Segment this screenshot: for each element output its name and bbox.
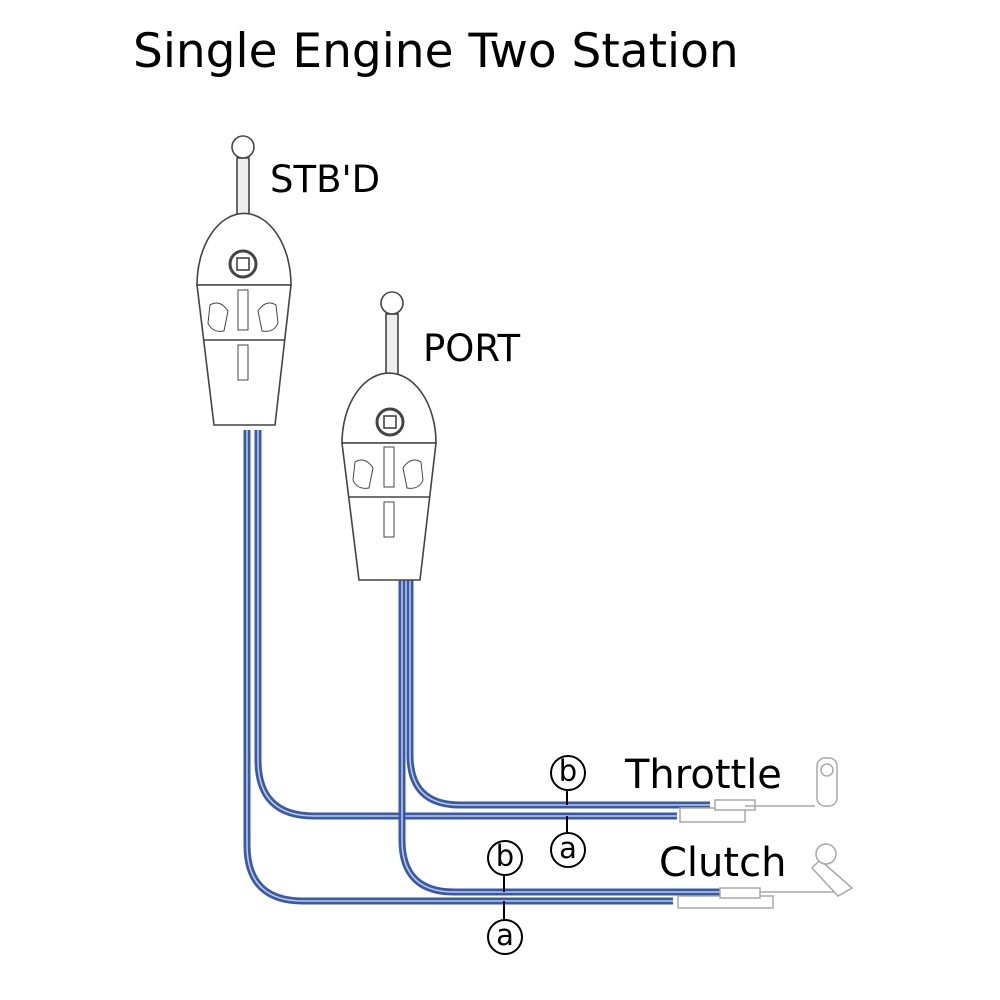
stbd-throttle-cable bbox=[254, 430, 677, 820]
throttle-marker-b: b bbox=[550, 755, 586, 791]
clutch-actuator bbox=[677, 843, 854, 909]
diagram-title: Single Engine Two Station bbox=[133, 24, 739, 79]
port-throttle-cable bbox=[406, 580, 710, 809]
marker-leaders bbox=[503, 789, 568, 920]
port-control-head bbox=[341, 291, 437, 581]
clutch-label: Clutch bbox=[659, 840, 787, 886]
throttle-label: Throttle bbox=[625, 752, 782, 798]
clutch-marker-a: a bbox=[487, 919, 523, 955]
port-label: PORT bbox=[423, 327, 521, 370]
throttle-actuator bbox=[679, 757, 838, 823]
stbd-label: STB'D bbox=[270, 158, 381, 201]
stbd-clutch-cable bbox=[243, 430, 673, 905]
clutch-marker-b: b bbox=[487, 840, 523, 876]
stbd-control-head bbox=[196, 135, 292, 426]
throttle-marker-a: a bbox=[550, 832, 586, 868]
port-clutch-cable bbox=[398, 580, 730, 896]
